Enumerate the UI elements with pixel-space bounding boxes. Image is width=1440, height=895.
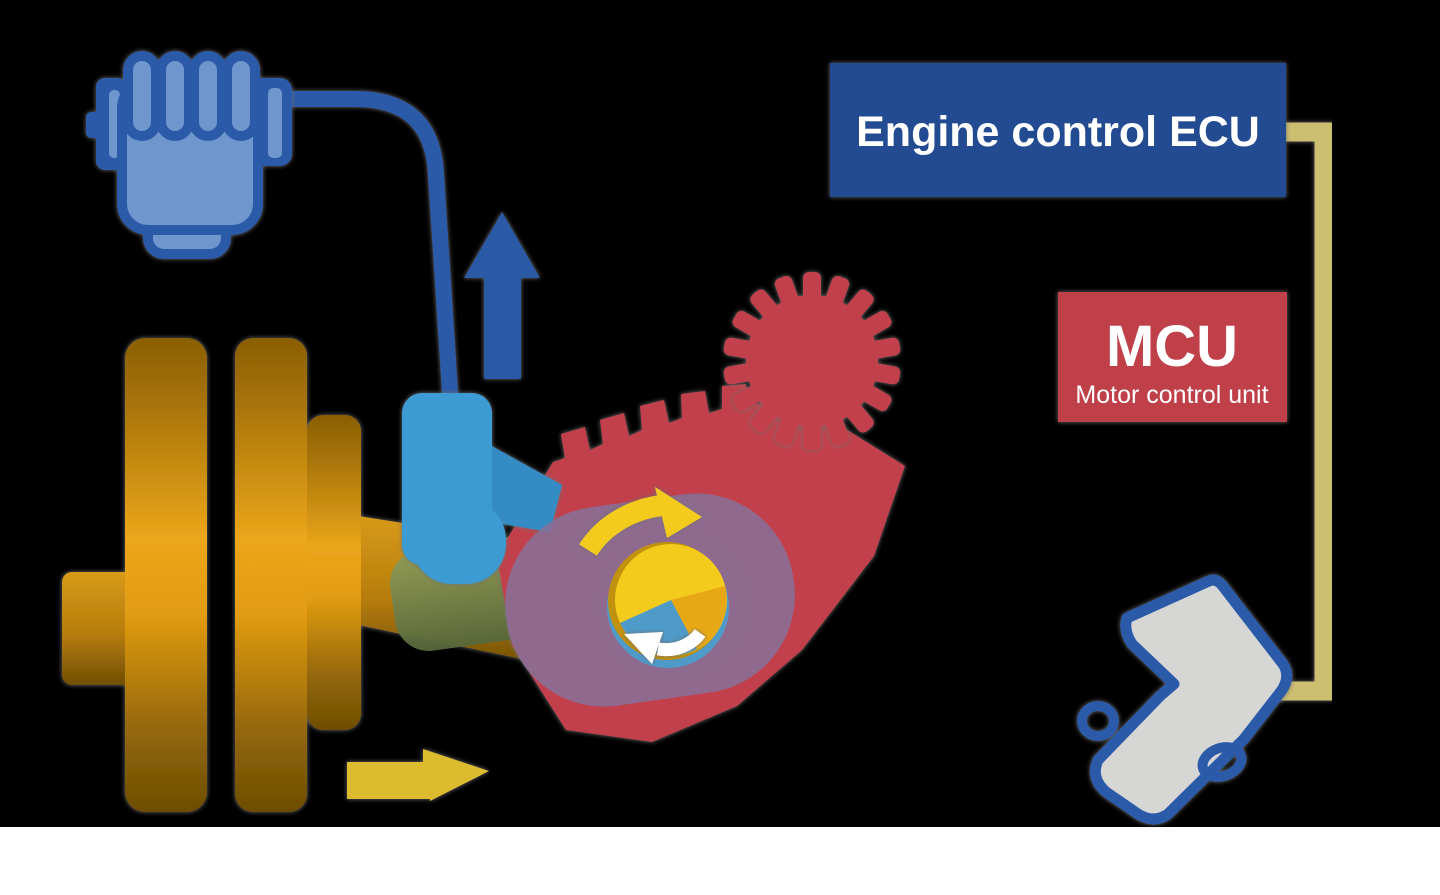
clockwise-arrow-icon: [579, 487, 702, 556]
finger: [189, 51, 227, 141]
finger: [222, 51, 260, 141]
signal-line-ecu-to-pedal: [1260, 122, 1334, 701]
pedal-hinge: [1077, 701, 1119, 741]
accelerator-pedal-icon: [1077, 574, 1293, 825]
footer-strip: [0, 827, 1440, 895]
flywheel-left-shaft: [62, 572, 134, 685]
ecu-label: Engine control ECU: [856, 108, 1260, 156]
throttle-body-port: [490, 445, 562, 532]
mcu-subtitle: Motor control unit: [1075, 381, 1268, 409]
pedal-roller: [1197, 742, 1247, 782]
throttle-body: [402, 393, 562, 584]
mcu-title: MCU: [1106, 314, 1238, 379]
ecu-box: Engine control ECU: [830, 63, 1286, 197]
right-arrow-icon: [347, 749, 489, 801]
valve-orange-wedge: [671, 586, 727, 649]
finger: [123, 51, 161, 141]
mcu-box: MCU Motor control unit: [1058, 292, 1287, 422]
hand-throttle-grip-icon: [86, 51, 292, 259]
pedal-foot: [1089, 574, 1293, 825]
motor-gear-icon: [723, 272, 901, 450]
flywheel-small-disc: [307, 415, 361, 730]
counterclockwise-arrow-icon: [624, 628, 706, 664]
throttle-cable: [284, 91, 458, 400]
flywheel-disc-left: [125, 338, 207, 812]
up-arrow-icon: [464, 212, 540, 379]
finger: [156, 51, 194, 141]
flywheel-disc-right: [235, 338, 307, 812]
